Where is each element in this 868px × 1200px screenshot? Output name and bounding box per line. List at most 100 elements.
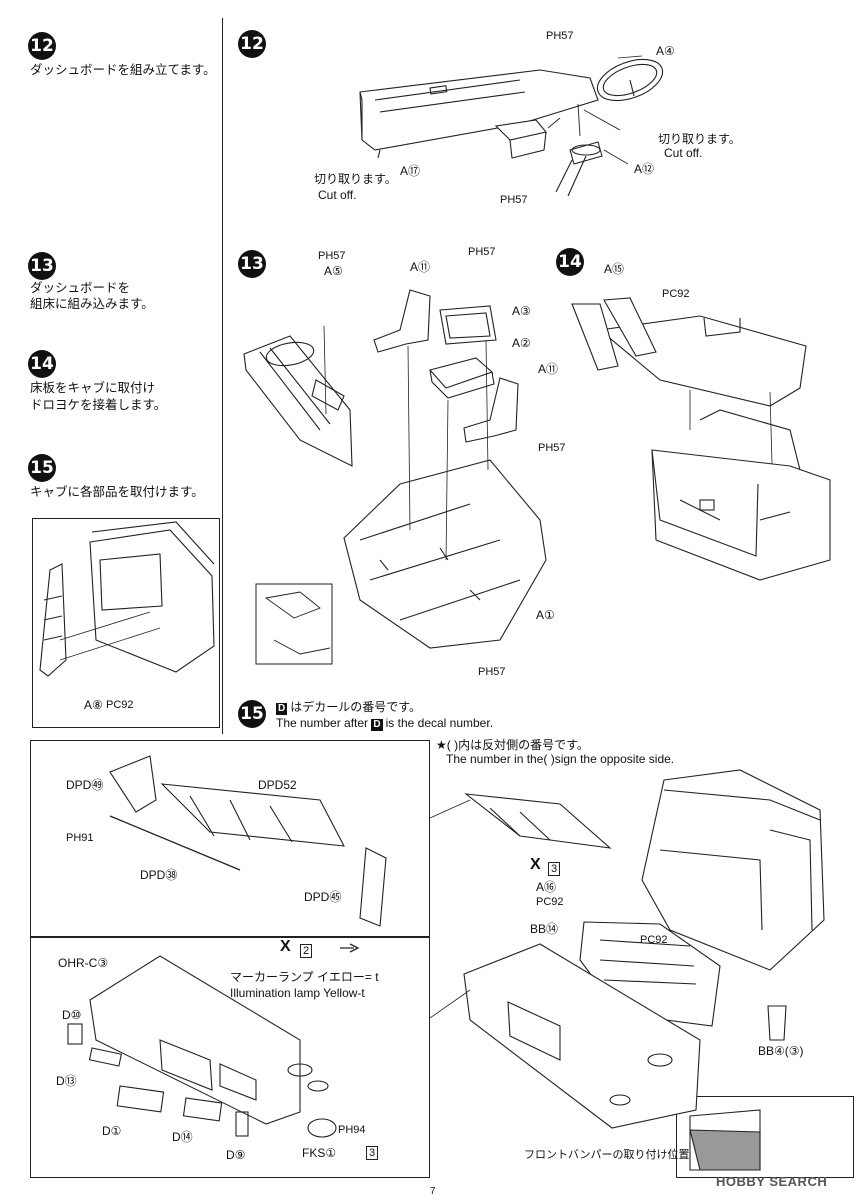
marker-lamp-jp: マーカーランプ イエロー= t: [230, 970, 379, 984]
step-15-text: キャブに各部品を取付けます。: [30, 485, 204, 499]
label-a5: A⑤: [324, 264, 343, 278]
label-pc92-main-a: PC92: [536, 896, 564, 908]
floor-a1: [343, 459, 547, 649]
decal-note-en-pre: The number after: [276, 716, 369, 730]
decal-panel-a-frame: [30, 740, 430, 938]
console-a2: [428, 357, 495, 399]
label-ph57-13b: PH57: [468, 246, 496, 258]
label-pc92-main-b: PC92: [640, 934, 668, 946]
seat-a11-right: [463, 377, 519, 443]
label-d14: D⑭: [172, 1130, 193, 1144]
floor-plate: [598, 315, 807, 407]
bumper-position-inset: [689, 1109, 761, 1171]
label-dpd49: DPD㊾: [66, 778, 104, 792]
step-13-badge: 13: [28, 252, 56, 280]
mudguards-a15: [571, 297, 657, 371]
label-d9: D⑨: [226, 1148, 246, 1162]
mirror-bb4: [767, 1005, 787, 1041]
side-deflector-assembly: [109, 755, 387, 927]
label-bb4: BB④(③): [758, 1044, 804, 1058]
dashboard-part-a17: [359, 69, 599, 159]
step15-small-image-frame: [32, 518, 220, 728]
triangle-3-mark-b: 3: [366, 1146, 379, 1160]
bumper-inset-frame: [676, 1096, 854, 1178]
label-a1: A①: [536, 608, 555, 622]
decal-note-jp-text: はデカールの番号です。: [290, 700, 422, 714]
decal-panel-b-frame: [30, 936, 430, 1178]
step-14-text-line1: 床板をキャブに取付け: [30, 381, 156, 395]
watermark: HOBBY SEARCH: [716, 1174, 828, 1189]
step-12-badge: 12: [28, 32, 56, 60]
step-13-text-line1: ダッシュボードを: [30, 281, 131, 295]
seat-a11-left: [373, 289, 431, 353]
label-a11-right: A⑪: [538, 362, 559, 376]
label-dpd52: DPD52: [258, 778, 297, 792]
diagram-13-badge: 13: [238, 250, 266, 278]
cut-off-left-jp: 切り取ります。: [314, 172, 397, 186]
label-a11-top: A⑪: [410, 260, 431, 274]
cut-off-right-jp: 切り取ります。: [658, 132, 741, 146]
steering-column-a12: [555, 141, 603, 197]
cab-front-main: [641, 769, 825, 971]
label-dpd38: DPD㊳: [140, 868, 178, 882]
step-15-badge: 15: [28, 454, 56, 482]
label-ph57-13a: PH57: [318, 250, 346, 262]
diagram-12-badge: 12: [238, 30, 266, 58]
label-pc92-small: PC92: [106, 699, 134, 711]
steering-wheel-a4: [596, 58, 664, 102]
label-ph91: PH91: [66, 832, 94, 844]
label-a12: A⑫: [634, 162, 655, 176]
label-bb14: BB⑭: [530, 922, 559, 936]
label-a16: A⑯: [536, 880, 557, 894]
step-12-text: ダッシュボードを組み立てます。: [30, 63, 216, 77]
label-d10: D⑩: [62, 1008, 82, 1022]
label-ph57-12: PH57: [546, 30, 574, 42]
left-column-frame: [14, 18, 223, 734]
label-ohrc3: OHR-C③: [58, 956, 109, 970]
tray-a3: [439, 305, 497, 345]
decal-shapes-panel-b: [67, 1023, 337, 1138]
label-dpd45: DPD㊺: [304, 890, 342, 904]
label-fks1: FKS①: [302, 1146, 337, 1160]
diagram-14-badge: 14: [556, 248, 584, 276]
label-a4: A④: [656, 44, 675, 58]
dashboard-floor-assembly: [243, 335, 353, 467]
label-pc92-14: PC92: [662, 288, 690, 300]
triangle-2-mark: 2: [300, 944, 313, 958]
label-a2: A②: [512, 336, 531, 350]
label-ph57-13d: PH57: [478, 666, 506, 678]
cut-off-left-en: Cut off.: [318, 188, 357, 202]
label-ph57-13c: PH57: [538, 442, 566, 454]
label-a3: A③: [512, 304, 531, 318]
decal-note-en-post: is the decal number.: [385, 716, 494, 730]
decal-d-badge-en: D: [371, 719, 383, 731]
x-mark-panel-b: X: [280, 938, 291, 955]
label-d13: D⑬: [56, 1074, 77, 1088]
label-ph94: PH94: [338, 1124, 366, 1136]
marker-lamp-en: Illumination lamp Yellow-t: [230, 986, 365, 1000]
diagram-15-badge: 15: [238, 700, 266, 728]
step-13-text-line2: 組床に組み込みます。: [30, 297, 154, 311]
bumper-main: [463, 943, 701, 1129]
roof-deflector-main: [464, 793, 612, 849]
opposite-side-note-jp: ★( )内は反対側の番号です。: [436, 738, 589, 752]
overhead-console-ohrc3: [89, 955, 329, 1125]
x-mark-main: X: [530, 856, 541, 873]
label-d1: D①: [102, 1124, 122, 1138]
decal-d-badge: D: [276, 703, 288, 715]
label-a15: A⑮: [604, 262, 625, 276]
cab-shell: [651, 409, 831, 581]
step-14-badge: 14: [28, 350, 56, 378]
cut-off-right-en: Cut off.: [664, 146, 703, 160]
opposite-side-note-en: The number in the( )sign the opposite si…: [446, 752, 675, 766]
cab-rear-view: [39, 521, 215, 677]
console-box: [494, 119, 548, 159]
triangle-3-mark-main: 3: [548, 862, 561, 876]
label-ph57-12b: PH57: [500, 194, 528, 206]
label-a8: A⑧: [84, 698, 103, 712]
bumper-position-caption: フロントバンパーの取り付け位置: [524, 1149, 690, 1161]
step-14-text-line2: ドロヨケを接着します。: [30, 398, 167, 412]
